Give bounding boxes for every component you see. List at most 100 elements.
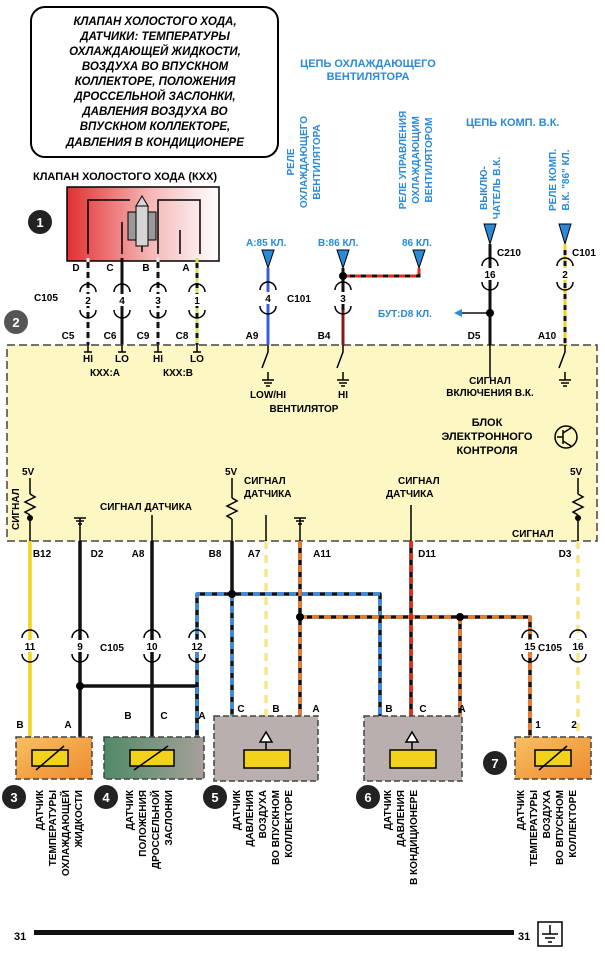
title-line: КОЛЛЕКТОРЕ, ПОЛОЖЕНИЯ [75, 76, 236, 88]
c105-top-pins: 2 4 3 1 [82, 294, 203, 307]
sensor-name-line: ТЕМПЕРАТУРЫ [529, 790, 540, 866]
fan-relay-line: ОХЛАЖДАЮЩЕГО [299, 116, 310, 208]
fan-label: ВЕНТИЛЯТОР [270, 404, 339, 415]
ecu-pin: D11 [418, 549, 436, 560]
sensor-name-line: КОЛЛЕКТОРЕ [568, 790, 579, 858]
wire-splices [76, 590, 464, 690]
iac-pin-label: A [182, 263, 189, 274]
fan-driver-switches [261, 345, 349, 387]
a85-label: A:85 КЛ. [246, 238, 287, 249]
ecu-pin: C6 [104, 331, 117, 342]
thermistor-icon [534, 745, 572, 771]
fan-driver-labels: LOW/HI HI ВЕНТИЛЯТОР [250, 390, 348, 415]
connector-pin: 12 [191, 642, 203, 653]
ac-connector-pins: 16 2 [482, 268, 571, 281]
sensor-name-line: ЖИДКОСТИ [74, 790, 85, 849]
callout-number: 1 [36, 215, 43, 230]
callout-number: 4 [102, 790, 110, 805]
ac-switch-label: ВЫКЛЮ- ЧАТЕЛЬ В.К. [479, 157, 503, 220]
ecu-pin: A7 [248, 549, 261, 560]
c105-bottom-label-right: C105 [538, 643, 562, 654]
sensor-pin: A [458, 704, 465, 715]
ac-wires [460, 244, 567, 345]
fan-circuit-line: ВЕНТИЛЯТОРА [327, 71, 410, 83]
sensor-name-line: ДАТЧИК [232, 789, 243, 830]
a11-ground-icon [294, 517, 306, 545]
node-dot [27, 515, 33, 521]
callout-number: 5 [211, 790, 218, 805]
connector-pin: 2 [85, 296, 91, 307]
sensor-name-line: ДАТЧИК [383, 789, 394, 830]
sensor-3-pins: B A [16, 720, 71, 731]
v5-label: 5V [22, 467, 35, 478]
fan-relay-line: РЕЛЕ [286, 148, 297, 175]
page-number-right: 31 [518, 931, 530, 943]
fan-terminal-labels: A:85 КЛ. B:86 КЛ. 86 КЛ. [246, 238, 432, 249]
iac-pin-functions: HI LO HI LO КХХ:A КХХ:B [83, 354, 204, 379]
callout-badges: 1 2 3 4 5 6 7 [2, 210, 507, 809]
ecu-pin: B8 [209, 549, 222, 560]
sensor-name-line: ДАТЧИК [516, 789, 527, 830]
a7-signal-line: ДАТЧИКА [244, 489, 292, 500]
ecu-pin: D5 [468, 331, 481, 342]
iac-title: КЛАПАН ХОЛОСТОГО ХОДА (КХХ) [33, 171, 217, 183]
sensor-name-line: ДАТЧИК [125, 789, 136, 830]
ecu-top-pins: C5 C6 C9 C8 [62, 331, 189, 342]
ecu-body [6, 344, 598, 542]
connector-pin: 3 [155, 296, 161, 307]
ecu-name-line: ЭЛЕКТРОННОГО [441, 431, 532, 443]
lo-label: LO [115, 354, 129, 365]
ecu-pin: C9 [137, 331, 150, 342]
ac-switch-line: ВЫКЛЮ- [479, 166, 490, 210]
fan-relay-line: ВЕНТИЛЯТОРА [312, 124, 323, 199]
fan-circuit-title: ЦЕПЬ ОХЛАЖДАЮЩЕГО ВЕНТИЛЯТОРА [300, 58, 436, 83]
ecu-name-line: КОНТРОЛЯ [456, 445, 517, 457]
ac-connector-icons [483, 223, 572, 246]
c105-top-connectors [79, 283, 206, 293]
v5-label: 5V [225, 467, 238, 478]
ac-relay-label: РЕЛЕ КОМП. В.К. "86" КЛ. [548, 149, 572, 211]
connector-pin: 1 [194, 296, 200, 307]
sensor-5-pins: C B A [237, 704, 319, 715]
connector-pin: 4 [265, 294, 271, 305]
connector-pin: 11 [25, 642, 36, 653]
sensor-name-line: ЗАСЛОНКИ [164, 790, 175, 846]
ecu-pin: C5 [62, 331, 75, 342]
iac-pin-label: C [106, 263, 113, 274]
pressure-sensor-icon [389, 730, 437, 769]
iac-coils [87, 199, 201, 254]
sensor-6-name: ДАТЧИК ДАВЛЕНИЯ В КОНДИЦИОНЕРЕ [383, 789, 420, 885]
sensor-pin: C [237, 704, 244, 715]
d11-signal-line: СИГНАЛ [398, 476, 440, 487]
ecu-pin: D3 [559, 549, 572, 560]
sensor-pin: A [312, 704, 319, 715]
sensor-7-name: ДАТЧИК ТЕМПЕРАТУРЫ ВОЗДУХА ВО ВПУСКНОМ К… [516, 789, 579, 866]
kxx-a-label: КХХ:A [90, 368, 120, 379]
connector-pin: 2 [562, 270, 568, 281]
sensor-name-line: ТЕМПЕРАТУРЫ [48, 790, 59, 866]
fan-ctrl-relay-line: ВЕНТИЛЯТОРОМ [424, 118, 435, 203]
connector-pin: 3 [340, 294, 346, 305]
ecu-pin: A8 [132, 549, 145, 560]
d11-signal-line: ДАТЧИКА [386, 489, 434, 500]
ecu-pin: B12 [33, 549, 52, 560]
c105-bottom-pins: 11 9 10 12 15 16 [22, 640, 586, 653]
b8-resistor [225, 478, 239, 545]
callout-number: 6 [364, 790, 371, 805]
ground-icon [537, 921, 563, 947]
title-line: ДАВЛЕНИЯ ВОЗДУХА ВО [81, 106, 227, 118]
sensor-name-line: ПОЛОЖЕНИЯ [138, 790, 149, 857]
fan-circuit-line: ЦЕПЬ ОХЛАЖДАЮЩЕГО [300, 58, 436, 70]
fan-relay-label: РЕЛЕ ОХЛАЖДАЮЩЕГО ВЕНТИЛЯТОРА [286, 116, 323, 208]
sensor-name-line: ВО ВПУСКНОМ [271, 790, 282, 865]
ac-driver-switches [489, 345, 571, 387]
sensor-pin: 1 [535, 720, 541, 731]
sensor-3-name: ДАТЧИК ТЕМПЕРАТУРЫ ОХЛАЖДАЮЩЕЙ ЖИДКОСТИ [35, 789, 85, 876]
sensor-pin: B [272, 704, 279, 715]
sensor-4-pins: B C A [124, 711, 205, 722]
ac-relay-line: В.К. "86" КЛ. [561, 149, 572, 210]
sensor-name-line: ВОЗДУХА [542, 790, 553, 838]
sensor-pin: C [419, 704, 426, 715]
c210-label: C210 [497, 248, 521, 259]
